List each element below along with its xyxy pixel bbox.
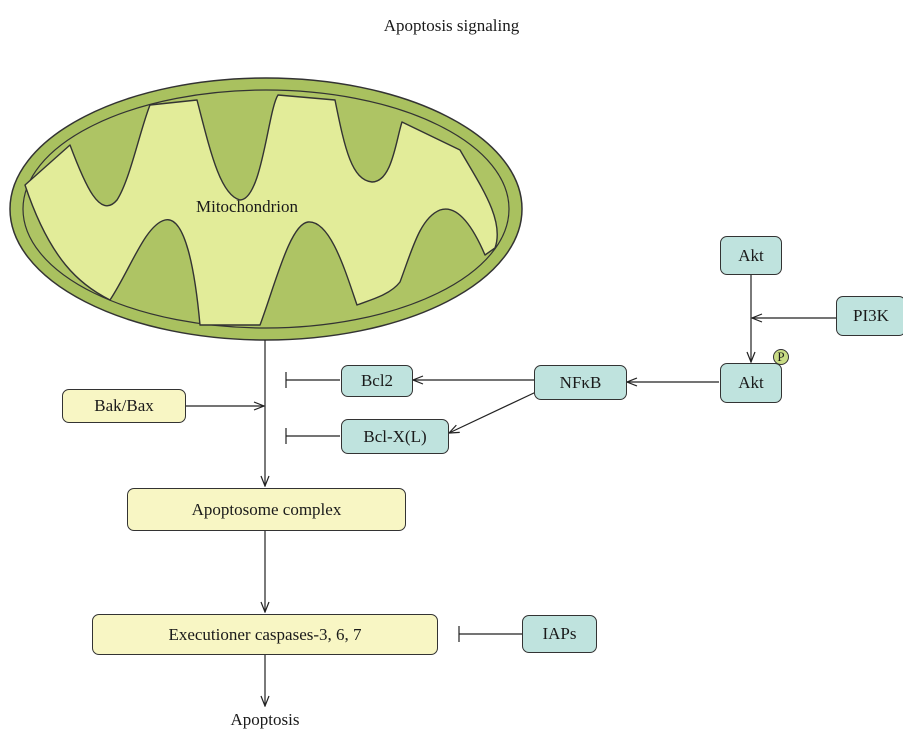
bak-bax-node: Bak/Bax bbox=[62, 389, 186, 423]
akt-node-phosphorylated: Akt bbox=[720, 363, 782, 403]
phosphate-icon: P bbox=[773, 349, 789, 365]
executioner-caspases-node: Executioner caspases-3, 6, 7 bbox=[92, 614, 438, 655]
pi3k-node: PI3K bbox=[836, 296, 903, 336]
mitochondrion bbox=[9, 77, 523, 341]
akt-node-top: Akt bbox=[720, 236, 782, 275]
bcl2-node: Bcl2 bbox=[341, 365, 413, 397]
nfkb-node: NFκB bbox=[534, 365, 627, 400]
bclxl-node: Bcl-X(L) bbox=[341, 419, 449, 454]
mitochondrion-matrix bbox=[24, 94, 498, 326]
connectors bbox=[186, 275, 836, 706]
apoptosome-complex-node: Apoptosome complex bbox=[127, 488, 406, 531]
apoptosis-label: Apoptosis bbox=[230, 710, 300, 729]
diagram-title: Apoptosis signaling bbox=[383, 16, 520, 35]
nfkb-to-bclxl-arrow bbox=[449, 391, 537, 433]
mitochondrion-label: Mitochondrion bbox=[196, 197, 298, 216]
iaps-node: IAPs bbox=[522, 615, 597, 653]
